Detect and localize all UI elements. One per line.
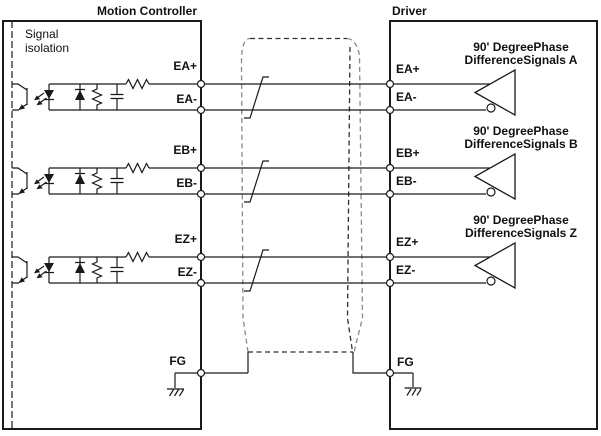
shield-right-outer-edge (346, 37, 364, 353)
series-resistor-icon (125, 78, 150, 90)
pair-wires (201, 256, 490, 284)
label-controller-ez-plus: EZ+ (175, 232, 197, 246)
phototransistor-icon (12, 83, 28, 111)
clamp-diode-icon (75, 90, 85, 100)
phototransistor-icon (12, 167, 28, 195)
receiver-triangle-icon (473, 68, 516, 117)
caption-b-line2: DifferenceSignals B (464, 137, 578, 151)
terminal-controller-eb-plus (196, 163, 206, 173)
series-resistor-icon (125, 162, 150, 174)
channel-rails (49, 83, 201, 111)
label-driver-ez-plus: EZ+ (396, 235, 418, 249)
terminal-driver-ez-minus (385, 278, 395, 288)
optocoupler-icon (12, 256, 124, 284)
input-network-icon (44, 168, 124, 194)
receiver-triangle-icon (473, 152, 516, 201)
terminal-controller-ez-plus (196, 252, 206, 262)
pair-wires (201, 83, 490, 111)
motion-controller-box (2, 20, 202, 430)
shield-right-inner-edge (346, 46, 354, 352)
inversion-bubble-icon (486, 276, 496, 286)
label-driver-eb-minus: EB- (396, 174, 417, 188)
caption-z-line1: 90' DegreePhase (473, 213, 569, 227)
inversion-bubble-icon (486, 103, 496, 113)
terminal-driver-ea-plus (385, 79, 395, 89)
led-diode-icon (44, 263, 54, 272)
terminal-controller-ez-minus (196, 278, 206, 288)
pair-wires (201, 167, 490, 195)
receiver-triangle-icon (473, 241, 516, 290)
twisted-pair-mark-icon (244, 160, 269, 203)
series-resistor-icon (125, 251, 150, 263)
terminal-driver-fg (385, 368, 395, 378)
driver-box (389, 20, 598, 430)
controller-fg-wire (174, 352, 249, 388)
arrowheads (18, 268, 43, 283)
label-controller-eb-plus: EB+ (173, 143, 197, 157)
terminal-driver-ez-plus (385, 252, 395, 262)
terminal-controller-ea-plus (196, 79, 206, 89)
caption-z-line2: DifferenceSignals Z (465, 226, 577, 240)
label-driver-eb-plus: EB+ (396, 146, 420, 160)
terminal-driver-ea-minus (385, 105, 395, 115)
label-driver-ea-plus: EA+ (396, 62, 420, 76)
terminal-controller-eb-minus (196, 189, 206, 199)
phototransistor-icon (12, 256, 28, 284)
driver-title: Driver (392, 4, 427, 18)
label-controller-ea-plus: EA+ (173, 59, 197, 73)
cable-shield-icon (240, 37, 364, 353)
signal-isolation-label-line1: Signal (25, 27, 58, 41)
clamp-diode-icon (75, 174, 85, 184)
shield-left-edge (240, 37, 251, 353)
twisted-pair-mark-icon (244, 249, 269, 292)
terminal-driver-eb-minus (385, 189, 395, 199)
caption-a-line2: DifferenceSignals A (465, 53, 578, 67)
label-driver-ea-minus: EA- (396, 90, 417, 104)
ground-symbol-icon (404, 387, 422, 396)
channel-z: EZ+ EZ- EZ+ EZ- 90' DegreePhase Differen… (12, 213, 577, 292)
label-controller-fg: FG (169, 354, 186, 368)
clamp-diode-icon (75, 263, 85, 273)
terminal-controller-fg (196, 368, 206, 378)
caption-a-line1: 90' DegreePhase (473, 40, 569, 54)
input-network-icon (44, 257, 124, 283)
optocoupler-icon (12, 83, 124, 111)
arrowheads (18, 95, 43, 110)
channel-rails (49, 256, 201, 284)
label-controller-ea-minus: EA- (176, 92, 197, 106)
terminal-driver-eb-plus (385, 163, 395, 173)
label-driver-ez-minus: EZ- (396, 263, 415, 277)
label-controller-eb-minus: EB- (176, 176, 197, 190)
channel-b: EB+ EB- EB+ EB- 90' DegreePhase Differen… (12, 124, 578, 203)
channel-rails (49, 167, 201, 195)
twisted-pair-mark-icon (244, 76, 269, 119)
channel-a: EA+ EA- EA+ EA- 90' DegreePhase Differen… (12, 40, 578, 119)
ground-symbol-icon (167, 388, 185, 397)
label-controller-ez-minus: EZ- (178, 265, 197, 279)
optocoupler-icon (12, 167, 124, 195)
caption-b-line1: 90' DegreePhase (473, 124, 569, 138)
arrowheads (18, 179, 43, 194)
inversion-bubble-icon (486, 187, 496, 197)
input-network-icon (44, 84, 124, 110)
led-diode-icon (44, 90, 54, 99)
frame-ground-section: FG FG (167, 352, 422, 397)
led-diode-icon (44, 174, 54, 183)
label-driver-fg: FG (397, 355, 414, 369)
signal-isolation-label-line2: isolation (25, 41, 69, 55)
motion-controller-title: Motion Controller (97, 4, 197, 18)
terminal-controller-ea-minus (196, 105, 206, 115)
